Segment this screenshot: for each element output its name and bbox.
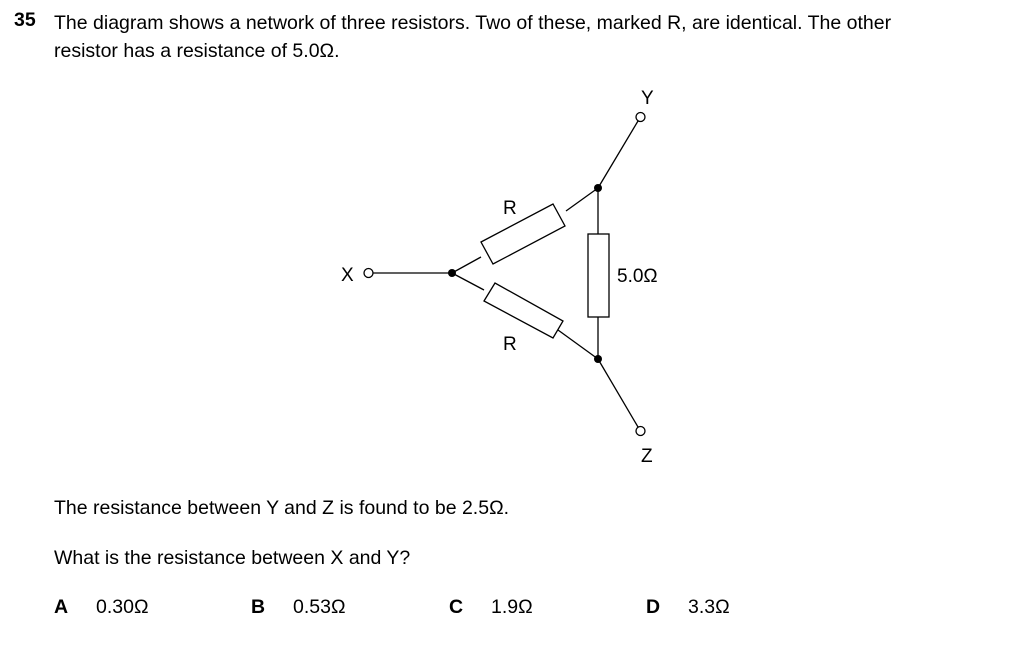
label-x: X <box>341 265 354 286</box>
option-a-value: 0.30Ω <box>96 596 149 618</box>
resistor-bottom <box>483 282 564 339</box>
terminal-x-circle <box>363 267 374 279</box>
wire-node-to-y <box>597 120 639 189</box>
question-stem: The diagram shows a network of three res… <box>54 9 1014 65</box>
resistor-right <box>587 233 610 318</box>
label-resistor-top: R <box>503 198 517 219</box>
label-y: Y <box>641 88 654 109</box>
statement-text: The resistance between Y and Z is found … <box>54 497 510 519</box>
junction-left <box>448 269 456 277</box>
junction-bottom <box>594 355 602 363</box>
wire-top-right <box>565 187 599 212</box>
prompt-text: What is the resistance between X and Y? <box>54 547 411 569</box>
stem-line-1: The diagram shows a network of three res… <box>54 12 892 34</box>
label-resistor-bottom: R <box>503 334 517 355</box>
option-d-letter: D <box>646 596 661 618</box>
option-a-letter: A <box>54 596 69 618</box>
wire-bottom-right <box>557 329 599 360</box>
stem-line-2: resistor has a resistance of 5.0Ω. <box>54 40 340 62</box>
option-c-value: 1.9Ω <box>491 596 533 618</box>
terminal-y-circle <box>635 111 646 123</box>
wire-top-left <box>451 256 482 274</box>
label-resistor-right: 5.0Ω <box>617 266 658 287</box>
junction-top <box>594 184 602 192</box>
option-b-letter: B <box>251 596 266 618</box>
option-d-value: 3.3Ω <box>688 596 730 618</box>
question-number: 35 <box>14 9 36 31</box>
wire-bottom-left <box>451 272 485 291</box>
wire-node-to-z <box>597 358 639 428</box>
terminal-z-circle <box>635 425 646 437</box>
label-z: Z <box>641 446 653 467</box>
resistor-top <box>480 203 566 265</box>
option-c-letter: C <box>449 596 464 618</box>
option-b-value: 0.53Ω <box>293 596 346 618</box>
